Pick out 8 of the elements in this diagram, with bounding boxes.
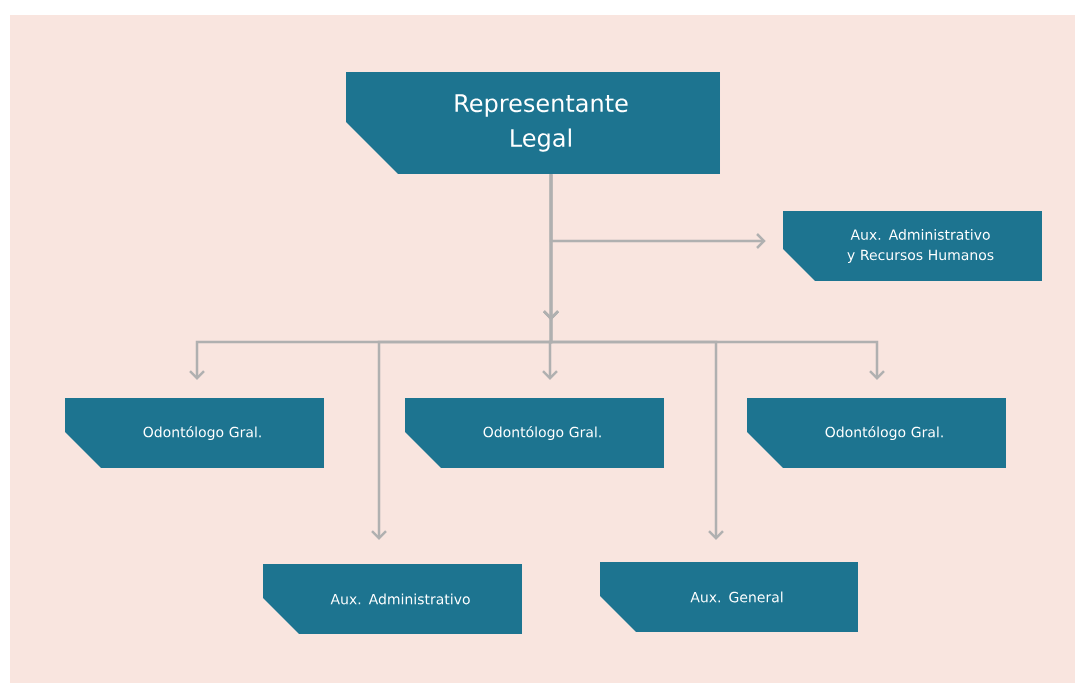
org-box: Odontólogo Gral. [747,398,1006,468]
org-box: Odontólogo Gral. [65,398,324,468]
org-box: Aux. Administrativo [263,564,522,634]
org-box: Odontólogo Gral. [405,398,664,468]
org-box: Representante Legal [346,72,720,174]
org-box: Aux. General [600,562,858,632]
org-box: Aux. Administrativo y Recursos Humanos [783,211,1042,281]
arrow [543,174,724,540]
